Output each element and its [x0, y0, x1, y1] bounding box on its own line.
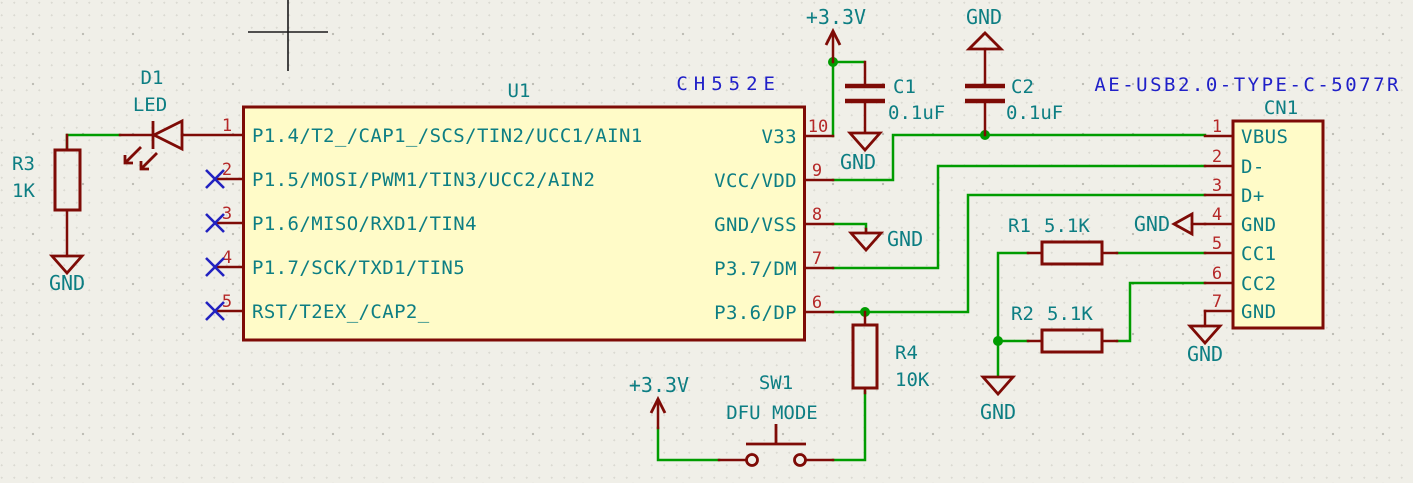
- gnd-symbol-r3[interactable]: GND: [48, 254, 86, 295]
- p3v3-symbol-bottom[interactable]: +3.3V: [629, 373, 689, 430]
- cn1-pin2-num: 2: [1212, 147, 1222, 167]
- no-connect-marks: [205, 169, 225, 321]
- u1-symbol[interactable]: U1 CH552E 1 2 3 4 5 P1.4/T2_/CAP1_/SCS/T…: [180, 73, 835, 342]
- r4-ref[interactable]: R4: [895, 342, 918, 364]
- p3v3-label: +3.3V: [806, 5, 866, 29]
- u1-pin9-name: VCC/VDD: [714, 170, 797, 192]
- u1-pin9-num: 9: [812, 161, 822, 181]
- cn1-pin4-name: GND: [1241, 214, 1277, 236]
- sw1-pushbutton-symbol[interactable]: SW1 DFU MODE: [717, 372, 835, 467]
- gnd-label: GND: [980, 400, 1016, 424]
- cn1-pin5-num: 5: [1212, 234, 1222, 254]
- cn1-pin6-num: 6: [1212, 264, 1222, 284]
- cn1-pin7-name: GND: [1241, 301, 1277, 323]
- gnd-symbol-c1[interactable]: GND: [840, 131, 884, 174]
- u1-pin3-num: 3: [222, 204, 232, 224]
- c2-ref[interactable]: C2: [1011, 76, 1034, 98]
- c1-value[interactable]: 0.1uF: [888, 102, 945, 124]
- u1-pin6-num: 6: [812, 293, 822, 313]
- cn1-pin2-name: D-: [1241, 156, 1265, 178]
- u1-pin4-num: 4: [222, 248, 232, 268]
- gnd-label: GND: [49, 271, 85, 295]
- u1-value[interactable]: CH552E: [676, 73, 781, 95]
- r2-ref[interactable]: R2: [1011, 303, 1034, 325]
- r2-value[interactable]: 5.1K: [1047, 303, 1093, 325]
- r3-ref[interactable]: R3: [12, 153, 35, 175]
- r3-value[interactable]: 1K: [12, 180, 35, 202]
- cn1-pin5-name: CC1: [1241, 243, 1277, 265]
- c1-capacitor-symbol[interactable]: C1 0.1uF: [845, 60, 945, 134]
- u1-pin7-name: P3.7/DM: [714, 258, 797, 280]
- cn1-pin3-num: 3: [1212, 176, 1222, 196]
- r1-value[interactable]: 5.1K: [1044, 215, 1090, 237]
- gnd-symbol-pin8[interactable]: GND: [847, 227, 923, 253]
- r3-resistor-symbol[interactable]: R3 1K: [12, 133, 82, 258]
- u1-pin2-name: P1.5/MOSI/PWM1/TIN3/UCC2/AIN2: [252, 169, 595, 191]
- c1-ref[interactable]: C1: [893, 76, 916, 98]
- gnd-symbol-cn1-pin4[interactable]: GND: [1134, 211, 1207, 237]
- d1-value[interactable]: LED: [133, 94, 167, 116]
- u1-pin8-name: GND/VSS: [714, 214, 797, 236]
- cn1-pin3-name: D+: [1241, 185, 1265, 207]
- sw1-value[interactable]: DFU MODE: [726, 402, 818, 424]
- u1-pin5-name: RST/T2EX_/CAP2_: [252, 301, 430, 323]
- u1-pin3-name: P1.6/MISO/RXD1/TIN4: [252, 213, 477, 235]
- p3v3-symbol-top[interactable]: +3.3V: [806, 5, 866, 64]
- c2-value[interactable]: 0.1uF: [1006, 102, 1063, 124]
- gnd-label: GND: [966, 5, 1002, 29]
- cn1-pin1-num: 1: [1212, 117, 1222, 137]
- cn1-ref[interactable]: CN1: [1264, 97, 1298, 119]
- p3v3-label: +3.3V: [629, 373, 689, 397]
- editor-crosshair-cursor: [248, 0, 328, 71]
- r2-resistor-symbol[interactable]: R2 5.1K: [1011, 303, 1119, 354]
- u1-pin10-num: 10: [808, 117, 828, 137]
- gnd-label: GND: [1134, 212, 1170, 236]
- gnd-symbol-r1r2[interactable]: GND: [979, 375, 1017, 424]
- d1-ref[interactable]: D1: [141, 67, 164, 89]
- cn1-value[interactable]: AE-USB2.0-TYPE-C-5077R: [1094, 74, 1401, 96]
- sw1-ref[interactable]: SW1: [759, 372, 793, 394]
- cn1-pin6-name: CC2: [1241, 273, 1277, 295]
- u1-pin2-num: 2: [222, 160, 232, 180]
- u1-pin7-num: 7: [812, 249, 822, 269]
- c2-capacitor-symbol[interactable]: C2 0.1uF: [965, 47, 1063, 137]
- u1-pin10-name: V33: [761, 126, 797, 148]
- gnd-symbol-c2-top[interactable]: GND: [965, 5, 1005, 51]
- r4-resistor-symbol[interactable]: R4 10K: [851, 310, 930, 395]
- u1-pin4-name: P1.7/SCK/TXD1/TIN5: [252, 257, 465, 279]
- gnd-label: GND: [1187, 342, 1223, 366]
- gnd-symbol-cn1-pin7[interactable]: GND: [1186, 309, 1224, 366]
- u1-pin8-num: 8: [812, 205, 822, 225]
- u1-pin1-name: P1.4/T2_/CAP1_/SCS/TIN2/UCC1/AIN1: [252, 125, 643, 147]
- cn1-pin4-num: 4: [1212, 205, 1222, 225]
- r1-resistor-symbol[interactable]: R1 5.1K: [1008, 215, 1119, 266]
- u1-ref[interactable]: U1: [508, 80, 531, 102]
- gnd-label: GND: [887, 227, 923, 251]
- gnd-label: GND: [840, 150, 876, 174]
- r4-value[interactable]: 10K: [895, 369, 930, 391]
- cn1-pin7-num: 7: [1212, 292, 1222, 312]
- u1-pin6-name: P3.6/DP: [714, 302, 797, 324]
- r1-ref[interactable]: R1: [1008, 215, 1031, 237]
- cn1-symbol[interactable]: CN1 AE-USB2.0-TYPE-C-5077R 1 2 3 4 5 6 7…: [1094, 74, 1401, 330]
- u1-pin5-num: 5: [222, 292, 232, 312]
- d1-led-symbol[interactable]: D1 LED: [118, 67, 184, 171]
- cn1-pin1-name: VBUS: [1241, 126, 1288, 148]
- u1-pin1-num: 1: [222, 116, 232, 136]
- led-emission-arrows: [123, 146, 158, 171]
